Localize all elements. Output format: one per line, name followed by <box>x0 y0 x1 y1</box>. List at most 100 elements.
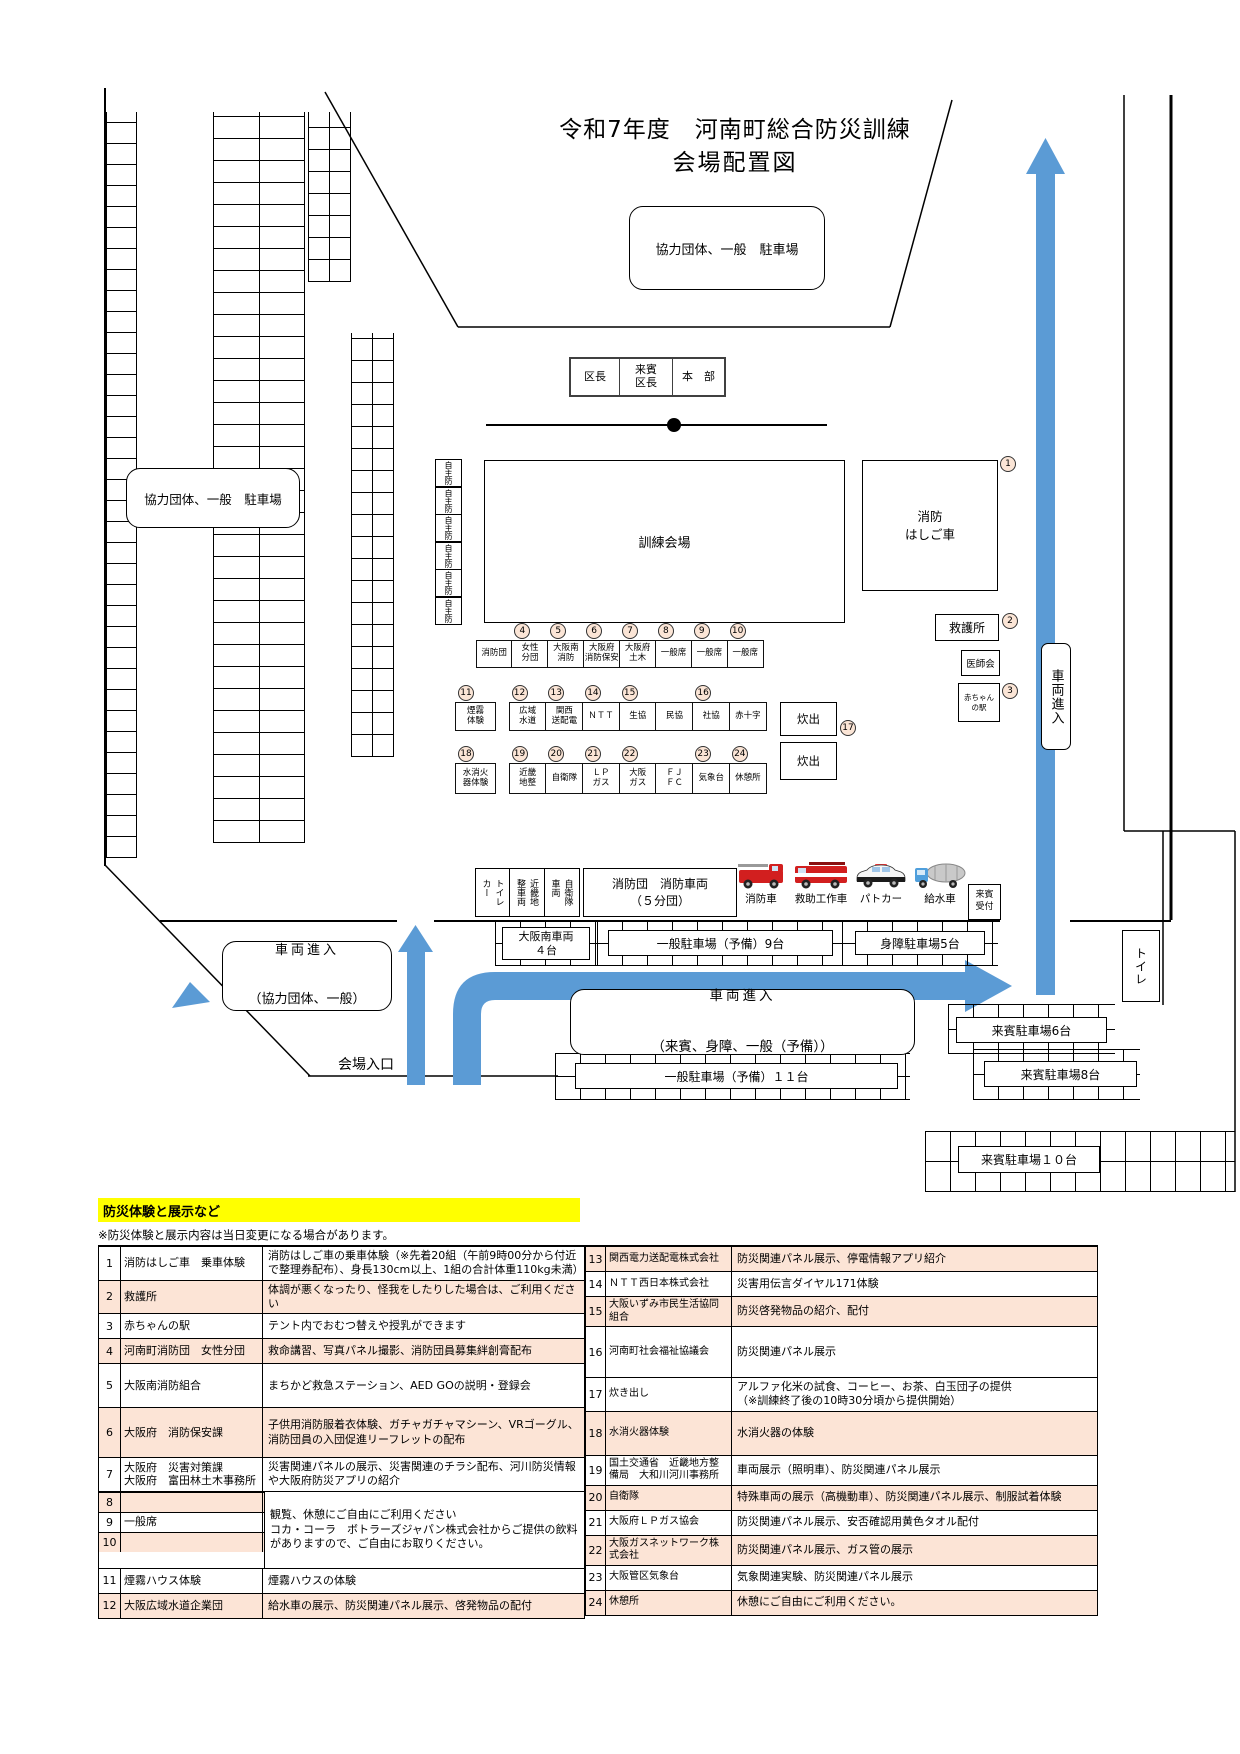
table-row: 19 国土交通省 近畿地方整備局 大和川河川事務所 車両展示（照明車）、防災関連… <box>586 1454 1097 1485</box>
row-name: 救護所 <box>121 1280 263 1314</box>
booth-cell: 13 関西 送配電 <box>545 685 584 731</box>
row-name: 国土交通省 近畿地方整備局 大和川河川事務所 <box>606 1455 732 1485</box>
booth-cell: 11 煙霧 体験 <box>455 685 496 731</box>
vehicle-label: 救助工作車 <box>794 893 848 905</box>
booth-number: 7 <box>622 623 638 639</box>
booth-number: 21 <box>584 746 601 762</box>
lot-guest10-label: 来賓駐車場１０台 <box>958 1146 1100 1173</box>
entry-bottom-line2: （来賓、身障、一般（予備）） <box>651 1038 834 1055</box>
booth-label: 大阪 ガス <box>629 767 647 788</box>
num-17-bubble: 17 <box>840 720 856 736</box>
entry-left-line2: （協力団体、一般） <box>248 992 366 1008</box>
booth-cell: 赤十字 <box>728 702 768 731</box>
vehicle-label: パトカー <box>859 893 903 905</box>
row-number: 21 <box>586 1510 606 1535</box>
exhibit-table-right: 13 関西電力送配電株式会社 防災関連パネル展示、停電情報アプリ紹介 14 ＮＴ… <box>585 1245 1098 1616</box>
jishubo-label: 自主防 <box>444 543 453 568</box>
boundary-diagonal-right <box>889 99 953 328</box>
row-name: 大阪いずみ市民生活協同組合 <box>606 1297 732 1326</box>
table-row: 10 <box>99 1531 264 1552</box>
row-number: 20 <box>586 1485 606 1510</box>
booth-label: 休憩所 <box>735 772 761 783</box>
merged-description: 観覧、休憩にご自由にご利用ください コカ・コーラ ボトラーズジャパン株式会社から… <box>264 1491 584 1568</box>
booth-number: 5 <box>550 623 567 639</box>
arrow-left-head <box>398 925 433 952</box>
stage-dot <box>667 418 681 432</box>
row-number: 22 <box>586 1535 606 1565</box>
booth-number: 24 <box>731 746 748 762</box>
booth-label: 自衛隊 <box>551 772 578 783</box>
row-name: 大阪管区気象台 <box>606 1565 732 1590</box>
booth-cell: 23 気象台 <box>692 746 731 794</box>
booth-row-3: 19 近畿 地整 20 自衛隊 21 ＬＰ ガス 22 大阪 ガス ＦＪ ＦＣ <box>508 746 768 794</box>
table-row: 13 関西電力送配電株式会社 防災関連パネル展示、停電情報アプリ紹介 <box>586 1246 1097 1271</box>
row-description: 気象関連実験、防災関連パネル展示 <box>737 1570 913 1584</box>
booth-row-2-lead: 11 煙霧 体験 <box>455 685 496 731</box>
row-description: 子供用消防服着衣体験、ガチャガチャマシーン、VRゴーグル、消防団員の入団促進リー… <box>268 1418 579 1446</box>
row-name <box>121 1532 263 1552</box>
bottom-vertical-boxes: トイレ カー 近畿地 整車両 自衛隊 車両 <box>474 868 580 917</box>
vehicle-fire-engine: 消防車 <box>735 856 787 906</box>
booth-cell: 14 ＮＴＴ <box>581 685 621 731</box>
row-number: 18 <box>586 1411 606 1455</box>
vehicle-entry-right-label: 車両進入 <box>1041 643 1071 750</box>
jishubo-cell: 自主防 <box>435 458 462 488</box>
booth-label: 近畿 地整 <box>519 767 537 788</box>
parking-stalls-strip-3 <box>351 333 394 757</box>
row-number: 12 <box>99 1593 121 1618</box>
arrow-bottom-head <box>965 960 1012 1012</box>
row-number: 14 <box>586 1272 606 1296</box>
table-row: 9 一般席 <box>99 1511 264 1532</box>
lower-boundary-line-c <box>1070 920 1171 922</box>
hq-kucho: 区長 <box>584 369 606 383</box>
row-description: 防災啓発物品の紹介、配付 <box>737 1304 869 1318</box>
row-description: 特殊車両の展示（高機動車）、防災関連パネル展示、制服試着体験 <box>737 1490 1062 1504</box>
water-tanker-icon <box>915 863 966 888</box>
lot-general9-label: 一般駐車場（予備）9台 <box>608 930 833 956</box>
first-aid-station: 救護所 <box>935 614 999 641</box>
row-name: 自衛隊 <box>606 1485 732 1510</box>
row-description: 煙霧ハウスの体験 <box>268 1573 356 1587</box>
toilet-box: トイレ <box>1122 930 1160 1002</box>
booth-label: 大阪府 土木 <box>624 643 651 663</box>
vertical-box: 自衛隊 車両 <box>543 868 580 917</box>
booth-number: 4 <box>514 623 531 639</box>
left-rows-b: 11 煙霧ハウス体験 煙霧ハウスの体験 12 大阪広域水道企業団 給水車の展示、… <box>99 1567 584 1618</box>
lot-disabled5-label: 身障駐車場5台 <box>855 931 985 955</box>
table-row: 14 ＮＴＴ西日本株式会社 災害用伝言ダイヤル171体験 <box>586 1271 1097 1296</box>
booth-cell: 24 休憩所 <box>728 746 768 794</box>
table-row: 12 大阪広域水道企業団 給水車の展示、防災関連パネル展示、啓発物品の配付 <box>99 1592 584 1618</box>
booth-number: 14 <box>584 685 601 701</box>
row-number: 19 <box>586 1455 606 1485</box>
rescue-truck-icon <box>795 862 847 889</box>
booth-cell: 12 広域 水道 <box>508 685 547 731</box>
jishubo-label: 自主防 <box>444 461 453 485</box>
booth-row-3-lead: 18 水消火 器体験 <box>455 746 496 794</box>
jishubo-cell: 自主防 <box>435 541 462 570</box>
jishubo-cell: 自主防 <box>435 486 462 515</box>
boundary-diagonal-bottom <box>104 864 311 1077</box>
table-row: 8 <box>99 1491 264 1512</box>
arrow-entrance-head <box>172 982 210 1008</box>
num-3-bubble: 3 <box>1002 683 1018 699</box>
arrow-left-shaft <box>407 950 425 1085</box>
booth-cell: 9 一般席 <box>690 623 729 668</box>
row-number: 1 <box>99 1247 121 1280</box>
booth-number: 19 <box>511 746 528 762</box>
page-subtitle: 会場配置図 <box>672 150 798 176</box>
row-name: 一般席 <box>121 1512 263 1532</box>
entry-bottom-line1: 車両進入 <box>709 987 776 1004</box>
jishubo-cell: 自主防 <box>435 596 462 625</box>
arrow-right-head <box>1026 138 1065 174</box>
booth-number: 10 <box>729 623 746 639</box>
booth-number: 18 <box>458 746 474 762</box>
row-number: 10 <box>99 1532 121 1552</box>
vehicle-water-tanker: 給水車 <box>913 856 967 906</box>
booth-label: 赤十字 <box>735 710 761 721</box>
hq-boxes: 区長 来賓 区長 本 部 <box>569 357 726 397</box>
lot-general11-label: 一般駐車場（予備）１１台 <box>575 1063 898 1089</box>
row-number: 8 <box>99 1492 121 1512</box>
vehicle-icons-row: 消防車 救助工作車 パトカー <box>735 856 967 906</box>
booth-cell: 8 一般席 <box>654 623 693 668</box>
